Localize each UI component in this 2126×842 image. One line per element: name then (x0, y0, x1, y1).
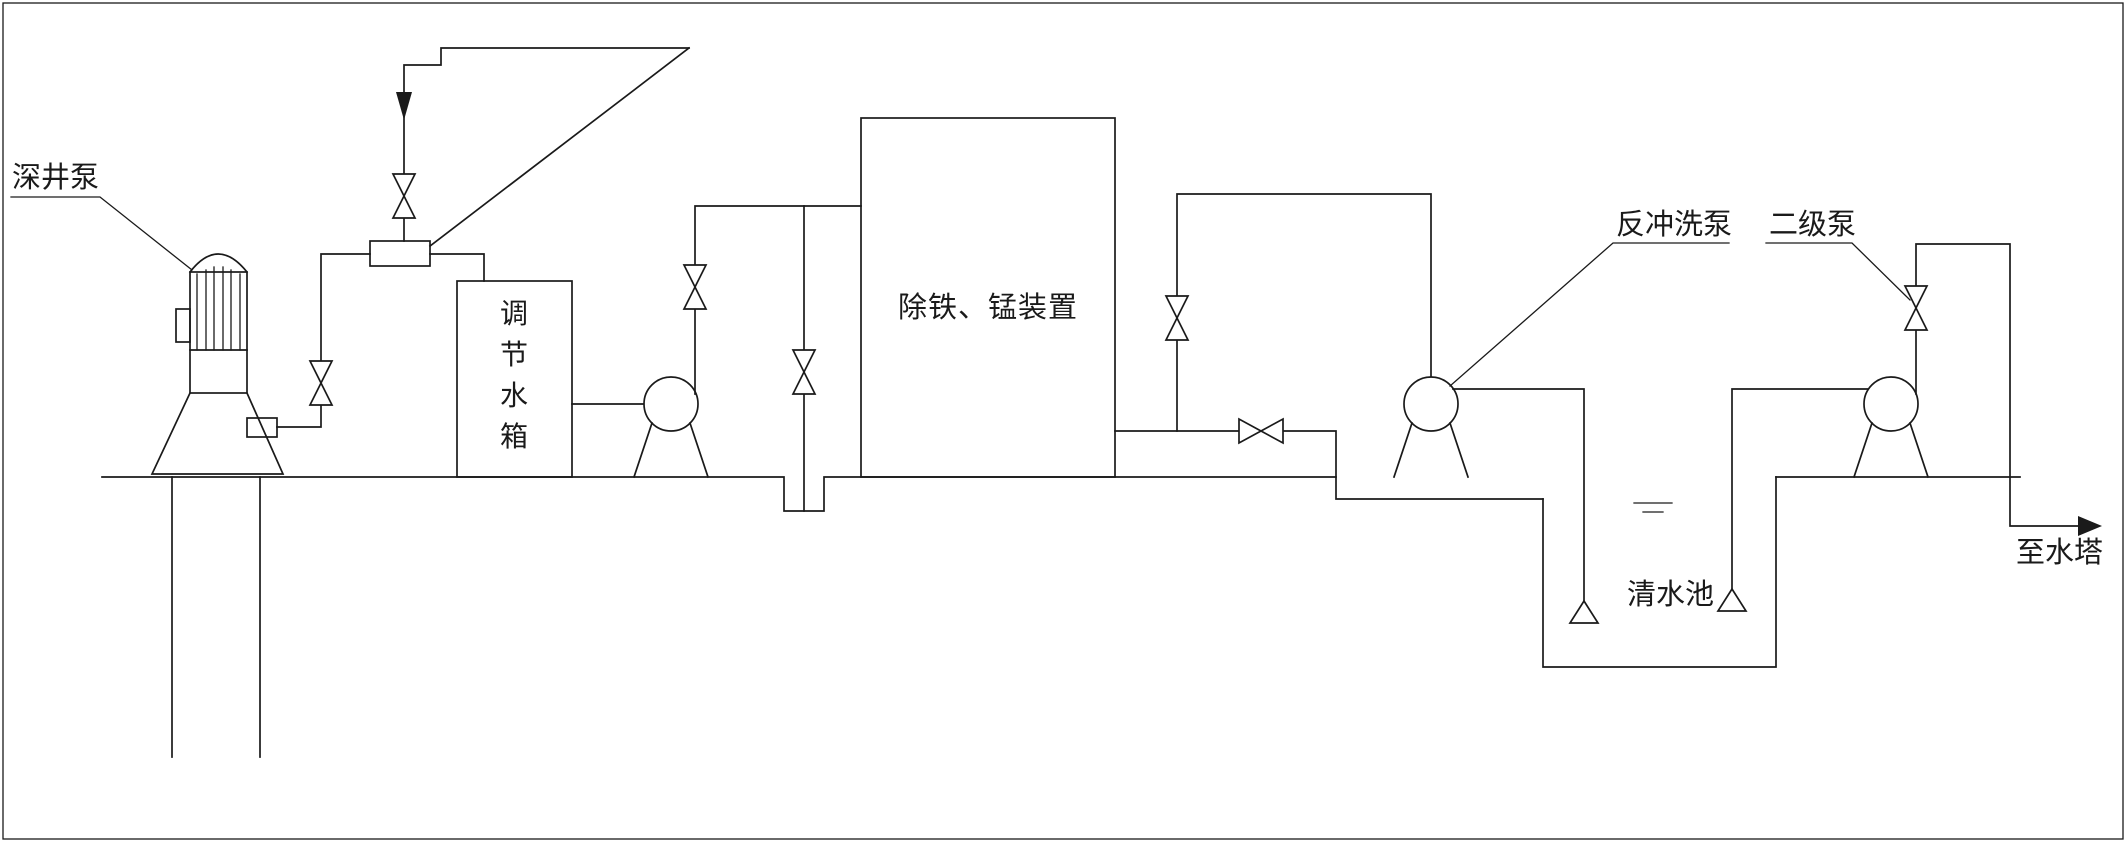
deep-well-pump-label: 深井泵 (12, 162, 100, 194)
motor-terminal-box (175, 308, 191, 343)
backwash-pump-symbol (1392, 376, 1470, 479)
iron-manganese-unit-box (860, 117, 1116, 478)
dosing-line-valve-icon (391, 173, 417, 219)
secondary-pump-suction-pipe (1731, 388, 1870, 590)
foot-valve-icon-left (1568, 599, 1600, 624)
backwash-pump-suction-pipe (1452, 388, 1585, 602)
to-water-tower-label: 至水塔 (2016, 537, 2104, 569)
secondary-discharge-valve-icon (1903, 285, 1929, 331)
backwash-valve-icon (1164, 295, 1190, 341)
water-level-icon (1633, 502, 1673, 513)
secondary-pump-discharge-pipe (1915, 243, 2081, 527)
backwash-pipe (1176, 193, 1432, 432)
chemical-feed-line (403, 46, 691, 248)
motor-hatch (196, 266, 241, 351)
secondary-pump-label: 二级泵 (1769, 209, 1857, 241)
deep-well-discharge-pipe (276, 253, 485, 428)
well-casing-lines (171, 476, 261, 758)
motor-dome (188, 253, 249, 274)
drain-valve-icon (791, 349, 817, 395)
feed-pump-discharge-valve-icon (682, 264, 708, 310)
pump-base (150, 391, 285, 475)
motor-body (189, 271, 248, 394)
feed-pump-discharge-pipe (694, 205, 862, 512)
flow-arrow-icon (2078, 516, 2102, 536)
regulating-tank-label: 调节水箱 (499, 298, 528, 452)
unit-outlet-pipe (1114, 430, 1544, 500)
foot-valve-icon-right (1716, 587, 1748, 612)
secondary-pump-symbol (1852, 376, 1930, 479)
clear-water-pool-walls (1542, 476, 1777, 668)
secondary-pump-leader (1765, 242, 1911, 301)
clear-water-pool-label: 清水池 (1627, 579, 1715, 611)
backwash-pump-label: 反冲洗泵 (1616, 209, 1733, 241)
regulating-tank-box (456, 280, 573, 478)
feed-pump-symbol (632, 376, 710, 479)
backwash-pump-leader (1449, 242, 1730, 387)
deep-well-pump-leader (10, 196, 193, 271)
chemical-feed-arrow-icon (396, 92, 412, 120)
deep-well-pump-symbol (150, 253, 285, 475)
iron-manganese-unit-label: 除铁、锰装置 (897, 292, 1078, 324)
dosing-mixer-box (369, 240, 431, 267)
ground-line (101, 476, 1337, 512)
outlet-gate-valve-icon (1238, 417, 1284, 445)
deep-well-discharge-valve-icon (308, 360, 334, 406)
dosing-leader-line (428, 46, 691, 248)
